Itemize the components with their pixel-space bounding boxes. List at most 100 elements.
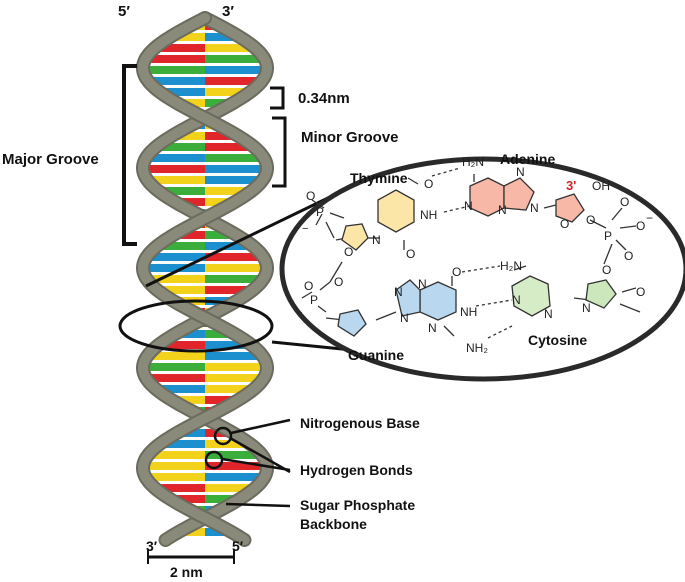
- base-pair-segment: [154, 484, 205, 492]
- n-mark-5: N: [530, 201, 539, 215]
- base-pair-segment: [205, 154, 264, 162]
- n-mark-8: N: [394, 285, 403, 299]
- rise-label: 0.34nm: [298, 90, 350, 107]
- thymine-label: Thymine: [350, 170, 408, 186]
- base-pair-segment: [175, 330, 205, 338]
- guanine-nh-label: NH: [460, 305, 477, 319]
- phosphate-left-top-label: P: [316, 205, 324, 219]
- adenine-amine-label: H₂N: [462, 155, 484, 169]
- o-mark-9: O: [636, 285, 645, 299]
- base-pair-segment: [145, 473, 205, 481]
- base-pair-segment: [154, 44, 205, 52]
- phosphate-right-label: P: [604, 229, 612, 243]
- o-mark-1: O: [424, 177, 433, 191]
- cytosine-amine-label: H₂N: [500, 259, 522, 273]
- base-pair-segment: [205, 77, 262, 85]
- minus-mark-2: −: [302, 223, 308, 235]
- base-pair-segment: [143, 66, 205, 74]
- base-pair-segment: [143, 264, 205, 272]
- base-pair-segment: [205, 352, 263, 360]
- major-groove-label: Major Groove: [2, 151, 99, 168]
- n-mark-9: N: [400, 311, 409, 325]
- base-pair-segment: [146, 253, 205, 261]
- top-3prime-label: 3′: [222, 3, 234, 20]
- base-pair-segment: [205, 66, 267, 74]
- base-pair-segment: [205, 330, 235, 338]
- backbone-callout-line: [225, 502, 291, 508]
- base-pair-segment: [205, 286, 253, 294]
- phosphate-left-bottom-label: P: [310, 293, 318, 307]
- highlight-ellipse: [118, 299, 274, 353]
- base-pair-segment: [205, 385, 254, 393]
- base-pair-segment: [159, 88, 205, 96]
- base-callout-line: [230, 418, 291, 435]
- base-pair-segment: [205, 396, 239, 404]
- base-pair-segment: [147, 352, 205, 360]
- base-callout-circle: [213, 426, 233, 446]
- bottom-3prime-label: 3′: [146, 538, 158, 554]
- base-pair-segment: [148, 77, 205, 85]
- base-pair-segment: [205, 275, 264, 283]
- minor-groove-bracket: [272, 116, 287, 188]
- base-pair-segment: [205, 132, 239, 140]
- base-pair-segment: [159, 440, 205, 448]
- base-pair-segment: [146, 154, 205, 162]
- adenine-ring-5: [503, 177, 535, 211]
- bottom-5prime-label: 5′: [232, 538, 244, 554]
- o-mark-2: O: [406, 247, 415, 261]
- base-pair-segment: [205, 484, 256, 492]
- top-5prime-label: 5′: [118, 3, 130, 20]
- n-mark-11: N: [418, 277, 427, 291]
- base-pair-segment: [171, 396, 205, 404]
- guanine-amine-label: NH₂: [466, 341, 488, 355]
- base-pair-segment: [205, 165, 267, 173]
- sugar-right-top: [555, 193, 585, 223]
- base-pair-segment: [205, 88, 251, 96]
- base-pair-segment: [143, 363, 205, 371]
- base-pair-segment: [205, 176, 263, 184]
- minor-groove-label: Minor Groove: [301, 129, 399, 146]
- base-pair-segment: [205, 264, 267, 272]
- base-pair-segment: [171, 132, 205, 140]
- base-pair-segment: [205, 462, 267, 470]
- sugar-left-top: [341, 223, 369, 251]
- base-pair-segment: [173, 231, 205, 239]
- base-pair-segment: [170, 495, 205, 503]
- base-pair-segment: [205, 495, 240, 503]
- sugar-right-bottom: [585, 279, 617, 309]
- base-pair-segment: [157, 242, 205, 250]
- cytosine-ring: [511, 275, 551, 317]
- base-pair-segment: [158, 341, 205, 349]
- n-mark-4: N: [516, 165, 525, 179]
- o-mark-6: O: [636, 219, 645, 233]
- base-pair-segment: [205, 231, 237, 239]
- minus-mark-1: −: [646, 211, 653, 225]
- hbond-callout-line-2: [229, 436, 291, 474]
- base-pair-segment: [158, 187, 205, 195]
- o-mark-13: O: [344, 245, 353, 259]
- base-pair-segment: [205, 374, 264, 382]
- width-label: 2 nm: [170, 564, 203, 580]
- base-pair-segment: [156, 143, 205, 151]
- inset-hydrogen-bonds: [431, 167, 513, 339]
- base-pair-segment: [143, 462, 205, 470]
- backbone-strand-a: [137, 13, 273, 545]
- zoom-connector-top: [145, 194, 333, 288]
- base-pair-segment: [205, 198, 235, 206]
- three-prime-red-label: 3': [566, 178, 576, 193]
- guanine-ring-5: [395, 279, 421, 317]
- o-mark-14: O: [452, 265, 461, 279]
- base-pair-segment: [205, 187, 252, 195]
- sugar-left-bottom: [337, 309, 367, 337]
- backbone-strand-b: [137, 13, 273, 545]
- base-pair-segment: [205, 451, 262, 459]
- base-pair-segment: [143, 165, 205, 173]
- inset-bonds: [301, 174, 641, 337]
- base-pair-segment: [205, 341, 252, 349]
- o-mark-4: O: [586, 213, 595, 227]
- n-mark-1: N: [372, 233, 381, 247]
- base-pair-segment: [156, 385, 205, 393]
- hydrogen-bonds-label: Hydrogen Bonds: [300, 462, 413, 478]
